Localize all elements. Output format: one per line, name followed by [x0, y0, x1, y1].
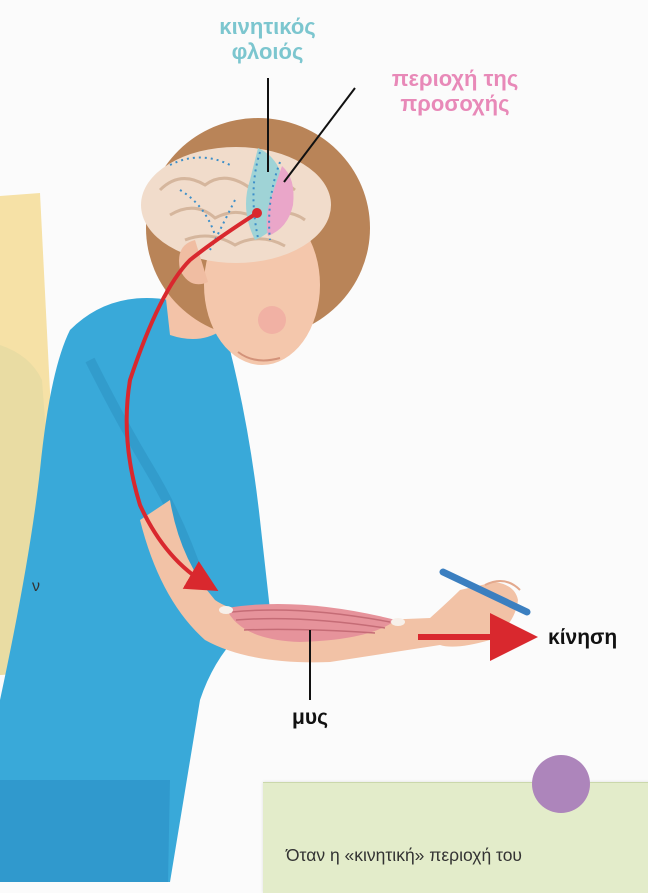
motor-cortex-label-line1: κινητικός: [190, 14, 345, 39]
motor-cortex-label: κινητικός φλοιός: [190, 14, 345, 65]
note-text: Όταν η «κινητική» περιοχή του: [286, 845, 522, 866]
brain: [141, 147, 331, 263]
attention-area-label: περιοχή της προσοχής: [360, 66, 550, 117]
note-box: [263, 782, 648, 893]
movement-label: κίνηση: [548, 626, 617, 650]
side-panel-text: ν: [32, 578, 40, 596]
muscle-label: μυς: [270, 706, 350, 730]
motor-cortex-label-line2: φλοιός: [190, 39, 345, 64]
note-dot: [532, 755, 590, 813]
attention-label-line1: περιοχή της: [360, 66, 550, 91]
attention-label-line2: προσοχής: [360, 91, 550, 116]
